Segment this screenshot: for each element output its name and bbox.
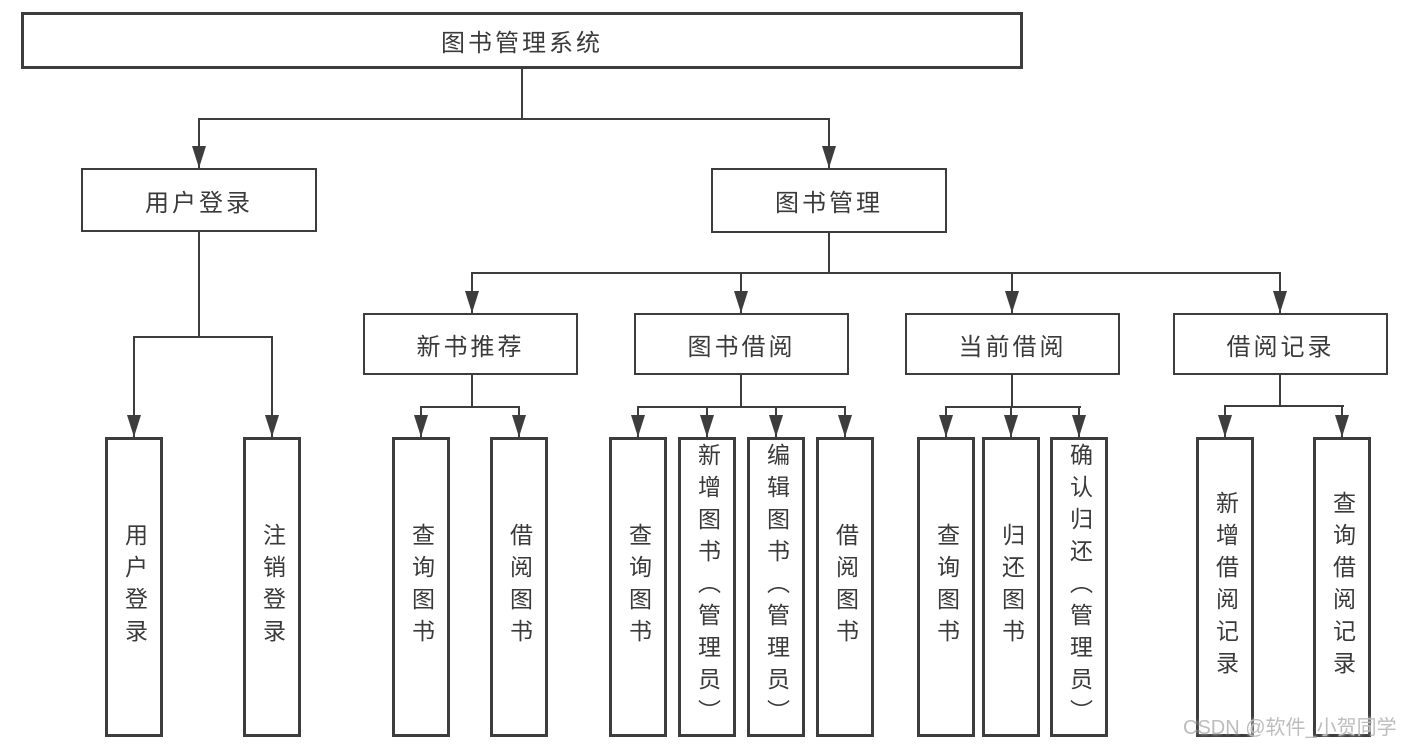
leaf-recommend-borrow-label: 借阅图书 — [506, 523, 533, 651]
arrowhead-down-icon — [1005, 291, 1019, 313]
arrowhead-down-icon — [265, 415, 279, 437]
leaf-borrow-add: 新增图书（管理员） — [678, 437, 736, 737]
arrowhead-down-icon — [1273, 291, 1287, 313]
connector-book-management-split — [471, 272, 1281, 274]
leaf-borrow-add-label: 新增图书（管理员） — [694, 443, 721, 731]
arrowhead-down-icon — [465, 291, 479, 313]
leaf-recommend-borrow: 借阅图书 — [490, 437, 548, 737]
arrowhead-down-icon — [1218, 415, 1232, 437]
leaf-logout: 注销登录 — [243, 437, 301, 737]
leaf-record-query: 查询借阅记录 — [1313, 437, 1371, 737]
connector-user-login-split — [133, 336, 273, 338]
leaf-borrow-query: 查询图书 — [609, 437, 667, 737]
leaf-current-query: 查询图书 — [917, 437, 975, 737]
node-user-login: 用户登录 — [81, 168, 317, 232]
connector-recommend-split — [420, 406, 520, 408]
node-new-book-recommend: 新书推荐 — [363, 313, 578, 375]
arrowhead-down-icon — [700, 415, 714, 437]
arrowhead-down-icon — [1004, 415, 1018, 437]
leaf-logout-label: 注销登录 — [259, 523, 286, 651]
node-root-label: 图书管理系统 — [441, 30, 603, 57]
leaf-record-add-label: 新增借阅记录 — [1212, 491, 1239, 683]
leaf-current-confirm: 确认归还（管理员） — [1050, 437, 1108, 737]
connector-to-leaf-logout — [271, 336, 273, 437]
leaf-current-return-label: 归还图书 — [998, 523, 1025, 651]
connector-root-stem — [521, 68, 523, 120]
leaf-record-query-label: 查询借阅记录 — [1329, 491, 1356, 683]
node-book-borrow: 图书借阅 — [634, 313, 849, 375]
arrowhead-down-icon — [192, 146, 206, 168]
leaf-borrow-lend: 借阅图书 — [816, 437, 874, 737]
leaf-record-add: 新增借阅记录 — [1196, 437, 1254, 737]
arrowhead-down-icon — [1335, 415, 1349, 437]
arrowhead-down-icon — [939, 415, 953, 437]
leaf-recommend-query: 查询图书 — [392, 437, 450, 737]
arrowhead-down-icon — [127, 415, 141, 437]
connector-current-split — [945, 406, 1081, 408]
connector-current-stem — [1011, 374, 1013, 407]
connector-record-stem — [1279, 374, 1281, 407]
leaf-current-confirm-label: 确认归还（管理员） — [1066, 443, 1093, 731]
connector-record-split — [1224, 405, 1344, 407]
leaf-borrow-query-label: 查询图书 — [625, 523, 652, 651]
connector-book-management-stem — [828, 232, 830, 274]
node-root: 图书管理系统 — [21, 12, 1023, 69]
arrowhead-down-icon — [734, 291, 748, 313]
arrowhead-down-icon — [822, 146, 836, 168]
leaf-borrow-lend-label: 借阅图书 — [832, 523, 859, 651]
leaf-current-return: 归还图书 — [982, 437, 1040, 737]
node-new-book-recommend-label: 新书推荐 — [416, 333, 525, 361]
node-borrow-record: 借阅记录 — [1173, 313, 1388, 375]
leaf-user-login-label: 用户登录 — [121, 523, 148, 651]
arrowhead-down-icon — [1072, 415, 1086, 437]
node-user-login-label: 用户登录 — [145, 189, 253, 217]
connector-to-leaf-user-login — [133, 336, 135, 437]
arrowhead-down-icon — [414, 415, 428, 437]
node-current-borrow-label: 当前借阅 — [958, 333, 1067, 361]
node-current-borrow: 当前借阅 — [905, 313, 1120, 375]
connector-recommend-stem — [471, 374, 473, 407]
node-borrow-record-label: 借阅记录 — [1226, 333, 1335, 361]
connector-to-user-login — [198, 118, 200, 168]
connector-borrow-split — [637, 406, 846, 408]
arrowhead-down-icon — [838, 415, 852, 437]
connector-root-split — [198, 118, 830, 120]
node-book-management-label: 图书管理 — [775, 190, 883, 217]
arrowhead-down-icon — [512, 415, 526, 437]
leaf-current-query-label: 查询图书 — [933, 523, 960, 651]
connector-borrow-stem — [740, 374, 742, 407]
node-book-borrow-label: 图书借阅 — [687, 333, 796, 361]
leaf-borrow-edit-label: 编辑图书（管理员） — [763, 443, 790, 731]
csdn-watermark: CSDN @软件_小贺同学 — [1183, 717, 1397, 739]
arrowhead-down-icon — [769, 415, 783, 437]
connector-user-login-stem — [198, 231, 200, 338]
connector-to-book-management — [828, 118, 830, 168]
leaf-recommend-query-label: 查询图书 — [408, 523, 435, 651]
arrowhead-down-icon — [631, 415, 645, 437]
leaf-borrow-edit: 编辑图书（管理员） — [747, 437, 805, 737]
node-book-management: 图书管理 — [711, 168, 947, 233]
leaf-user-login: 用户登录 — [105, 437, 163, 737]
